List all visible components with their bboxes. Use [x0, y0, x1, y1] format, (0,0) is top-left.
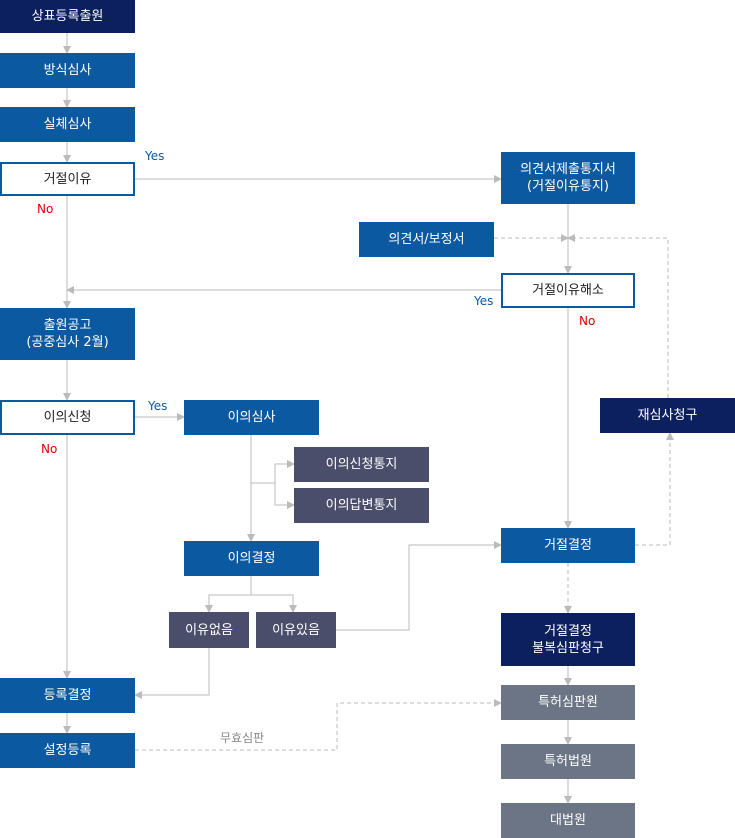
node-application: 상표등록출원 [0, 0, 135, 33]
node-opposition: 이의신청 [0, 400, 135, 435]
node-ip-tribunal: 특허심판원 [501, 685, 635, 720]
label-yes: Yes [474, 294, 493, 308]
label-yes: Yes [148, 399, 167, 413]
node-reexamination: 재심사청구 [600, 398, 735, 433]
node-appeal: 거절결정 불복심판청구 [501, 613, 635, 666]
node-opinion-notice: 의견서제출통지서 (거절이유통지) [501, 152, 635, 204]
node-supreme-court: 대법원 [501, 803, 635, 838]
node-opposition-reply: 이의답변통지 [294, 488, 429, 523]
node-substantive-exam: 실체심사 [0, 107, 135, 142]
node-rejection-reason: 거절이유 [0, 162, 135, 196]
node-rejection-decision: 거절결정 [501, 528, 635, 563]
node-opposition-decision: 이의결정 [184, 541, 319, 576]
node-registration: 설정등록 [0, 733, 135, 768]
node-opposition-notice: 이의신청통지 [294, 447, 429, 482]
label-no: No [579, 314, 595, 328]
node-publication: 출원공고 (공중심사 2월) [0, 308, 135, 360]
node-registration-decision: 등록결정 [0, 678, 135, 713]
node-rejection-resolved: 거절이유해소 [501, 273, 635, 308]
node-patent-court: 특허법원 [501, 744, 635, 779]
label-no: No [37, 202, 53, 216]
node-opinion-amendment: 의견서/보정서 [359, 222, 494, 257]
node-grounds: 이유있음 [256, 612, 336, 648]
label-invalidation-trial: 무효심판 [220, 729, 264, 746]
label-no: No [41, 442, 57, 456]
node-opposition-review: 이의심사 [184, 400, 319, 435]
node-formality-exam: 방식심사 [0, 53, 135, 88]
label-yes: Yes [145, 149, 164, 163]
node-no-grounds: 이유없음 [169, 612, 249, 648]
